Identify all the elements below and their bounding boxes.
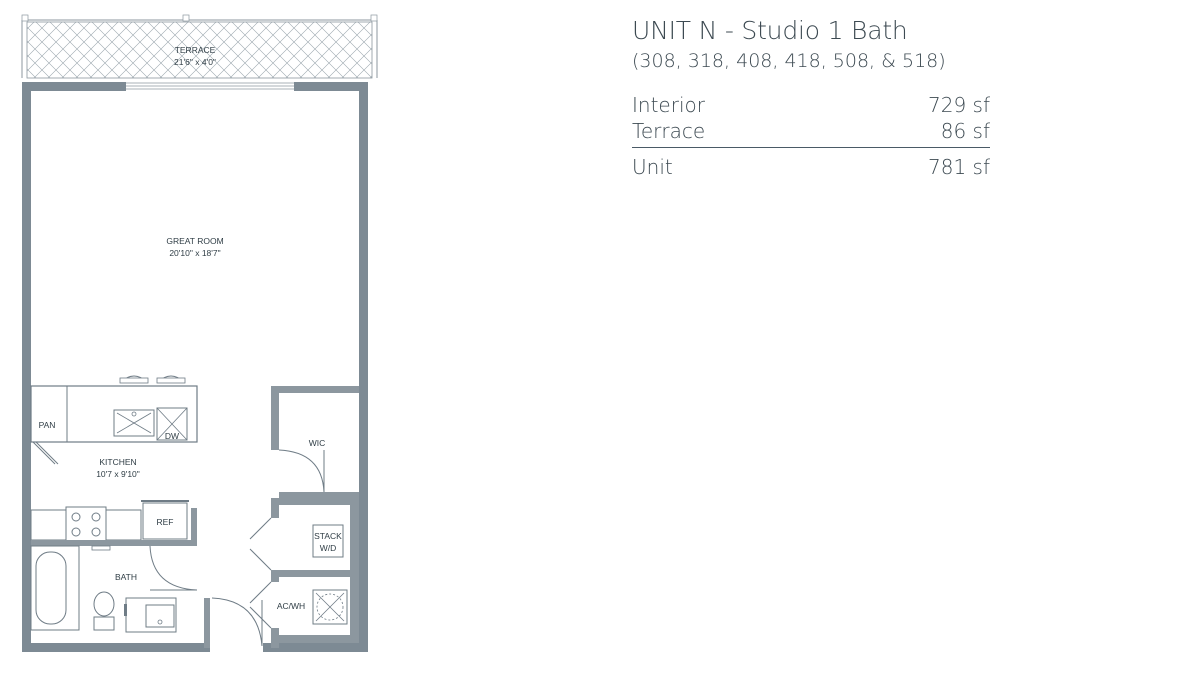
cooktop-icon: [65, 506, 107, 542]
ref-label: REF: [157, 517, 174, 527]
dishwasher-icon: [156, 407, 188, 441]
pantry-door: [32, 441, 59, 465]
laundry-doors: [249, 517, 272, 629]
bath-door: [149, 545, 198, 591]
interior-walls: [31, 386, 359, 648]
area-row-interior: Interior 729 sf: [632, 92, 990, 118]
total-label: Unit: [632, 155, 673, 179]
area-value: 729 sf: [928, 93, 990, 117]
stack-label-2: W/D: [320, 543, 337, 553]
pantry-label: PAN: [39, 420, 56, 430]
vanity-sink-icon: [125, 597, 177, 633]
area-table: Interior 729 sf Terrace 86 sf Unit 781 s…: [632, 92, 990, 180]
total-divider: [632, 147, 990, 148]
kitchen-island: DW: [30, 375, 198, 443]
toilet-icon: [93, 591, 115, 631]
wic-door: [278, 449, 325, 493]
bath-label: BATH: [115, 572, 137, 582]
acwh-label: AC/WH: [277, 601, 305, 611]
kitchen-counter: [30, 506, 142, 542]
terrace: TERRACE 21'6" x 4'0": [21, 14, 378, 79]
area-value: 86 sf: [940, 119, 990, 143]
refrigerator: REF: [141, 500, 189, 540]
great-room-label: GREAT ROOM: [166, 236, 223, 246]
area-label: Terrace: [632, 119, 706, 143]
dw-label: DW: [165, 431, 179, 441]
great-room-dims: 20'10" x 18'7": [169, 248, 220, 258]
exterior-walls: [22, 82, 368, 652]
sliding-door: [126, 82, 294, 90]
kitchen-label: KITCHEN: [99, 457, 136, 467]
washer-dryer: STACK W/D: [312, 524, 344, 558]
area-row-total: Unit 781 sf: [632, 154, 990, 180]
terrace-dims: 21'6" x 4'0": [174, 57, 216, 67]
water-heater-icon: [312, 589, 348, 625]
area-label: Interior: [632, 93, 705, 117]
unit-info-panel: UNIT N - Studio 1 Bath (308, 318, 408, 4…: [632, 14, 990, 180]
kitchen-sink-icon: [113, 409, 155, 437]
terrace-label: TERRACE: [175, 45, 216, 55]
area-row-terrace: Terrace 86 sf: [632, 118, 990, 144]
unit-title: UNIT N - Studio 1 Bath: [632, 16, 908, 45]
entry-door: [211, 597, 263, 647]
stack-label-1: STACK: [314, 531, 342, 541]
kitchen-dims: 10'7 x 9'10": [96, 469, 140, 479]
wic-label: WIC: [309, 438, 326, 448]
floor-plan: TERRACE 21'6" x 4'0" GREAT ROOM 20'10" x…: [21, 14, 378, 652]
bathtub-icon: [30, 545, 80, 631]
unit-numbers: (308, 318, 408, 418, 508, & 518): [632, 50, 946, 72]
total-value: 781 sf: [928, 155, 990, 179]
